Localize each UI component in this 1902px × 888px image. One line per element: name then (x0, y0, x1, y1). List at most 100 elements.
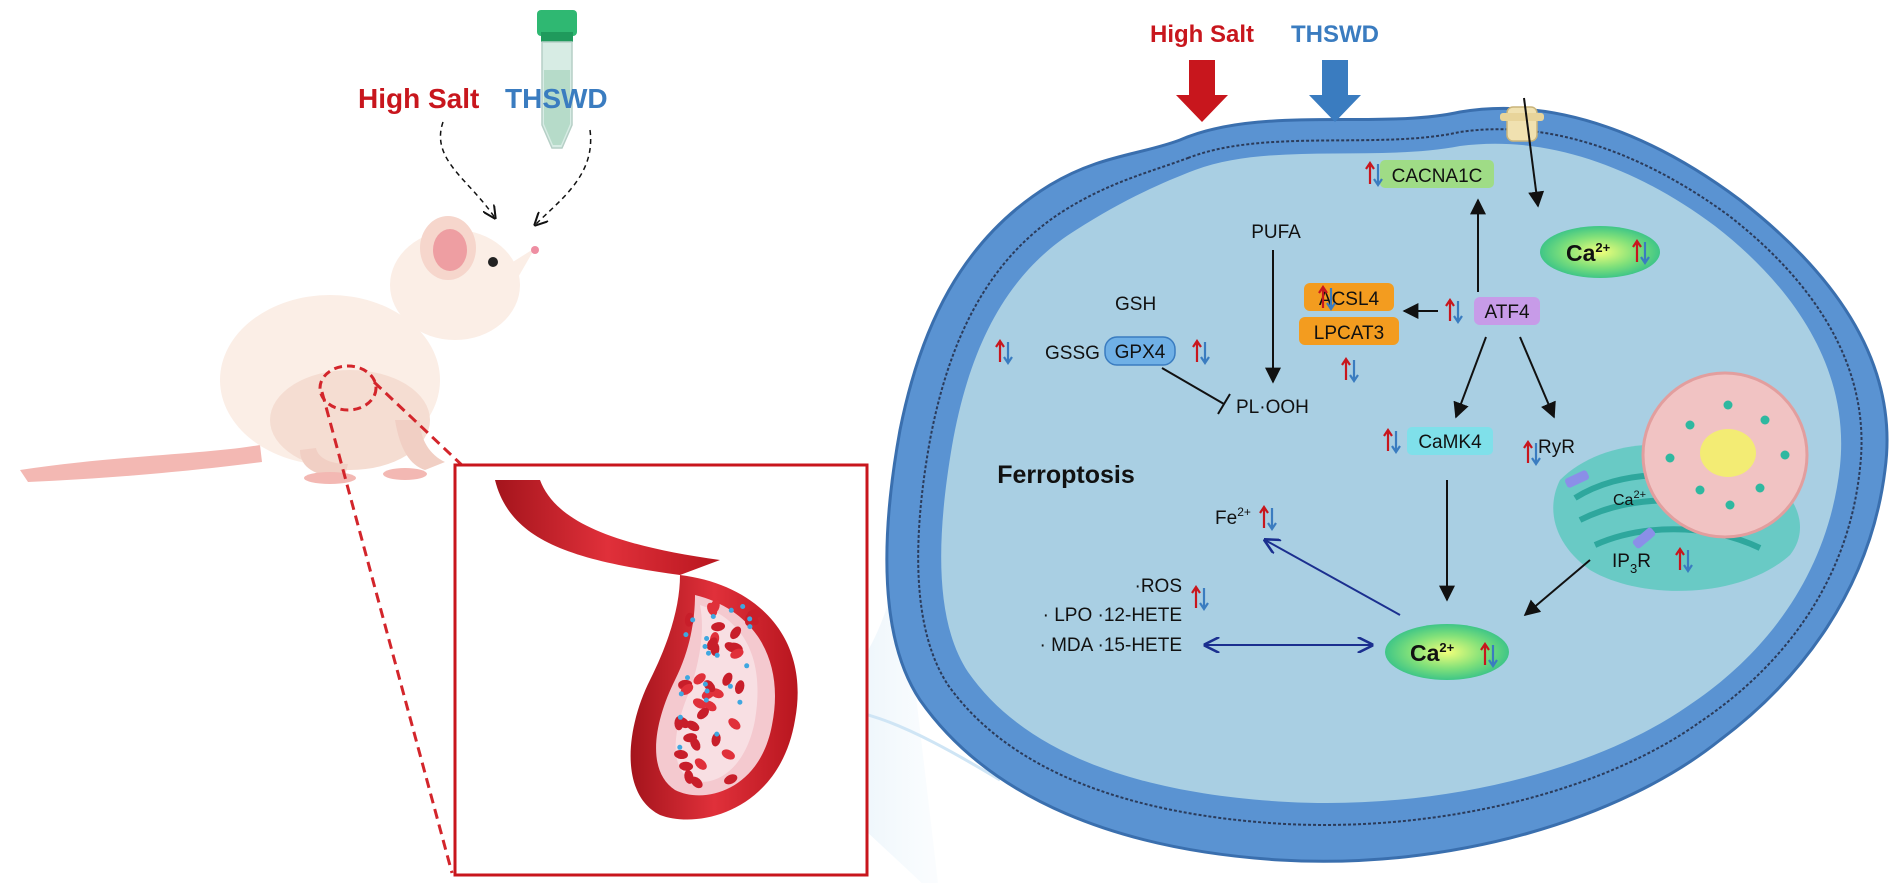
ryr-channel (1564, 470, 1590, 488)
down-arrow-icon (1640, 242, 1650, 265)
mda-label: · MDA ·15-HETE (1039, 635, 1182, 656)
up-arrow-icon (1523, 440, 1533, 463)
down-arrow-icon (1349, 360, 1359, 383)
up-arrow-icon (995, 339, 1005, 362)
plasma-particle (702, 644, 708, 649)
pair-gpx4 (1192, 339, 1210, 365)
ca-bottom-blob (1385, 624, 1509, 680)
ca-to-fe-arrow (1265, 540, 1401, 616)
red-blood-cell (710, 599, 720, 614)
up-arrow-icon (1445, 298, 1455, 321)
up-arrow-icon (1365, 161, 1375, 184)
down-arrow-icon (1200, 342, 1210, 365)
lpcat3-box (1299, 317, 1399, 345)
fe-label: Fe2+ (1215, 505, 1251, 529)
pair-gsh (1318, 285, 1336, 311)
plasma-particle (704, 636, 710, 641)
red-blood-cell (684, 769, 694, 784)
ros-label: ·ROS (1135, 576, 1183, 597)
nucleus-dot (1780, 450, 1790, 460)
pair-atf4 (1445, 298, 1463, 324)
ca-er-label: Ca2+ (1613, 489, 1646, 509)
mouse-illustration (20, 216, 539, 484)
down-arrow-icon (1199, 588, 1209, 611)
red-blood-cell (692, 698, 707, 709)
plasma-particle (714, 731, 720, 737)
zoom-circle (318, 364, 378, 412)
down-arrow-icon (1683, 550, 1693, 573)
nucleus-dot (1760, 415, 1770, 425)
plasma-particle (710, 614, 716, 619)
plasma-particle (703, 697, 709, 703)
red-blood-cell (711, 622, 726, 632)
plasma-particle (678, 691, 684, 697)
ferroptosis-label: Ferroptosis (997, 461, 1135, 489)
ca-top-label: Ca2+ (1566, 240, 1611, 266)
ca-bottom-label: Ca2+ (1410, 640, 1455, 666)
cacna1c-box (1380, 160, 1494, 188)
plasma-particle (683, 632, 689, 638)
red-blood-cell (734, 680, 745, 694)
gsh-label: GSH (1115, 294, 1156, 315)
pathway-arrows (1161, 97, 1591, 617)
pair-ros (1191, 585, 1209, 611)
red-blood-cell (706, 637, 718, 651)
test-tube-icon (537, 10, 577, 149)
regulation-arrows (995, 161, 1693, 668)
up-arrow-icon (1632, 239, 1642, 262)
plasma-particle (747, 624, 753, 630)
lpo-label: · LPO ·12-HETE (1043, 605, 1182, 626)
thswd-down-arrow (1309, 60, 1361, 122)
ca-top-blob (1540, 226, 1660, 278)
nucleus (1641, 371, 1809, 539)
ip3r-channel (1632, 527, 1656, 549)
red-blood-cell (721, 749, 735, 760)
ploo-label: PL·OOH (1236, 397, 1309, 418)
red-blood-cell (746, 613, 759, 626)
pair-ca-bottom (1480, 642, 1498, 668)
cell-membrane-band (917, 128, 1863, 826)
left-high-salt-label: High Salt (358, 83, 479, 114)
cell-illustration (885, 106, 1889, 863)
red-blood-cell (686, 720, 700, 732)
up-arrow-icon (1383, 428, 1393, 451)
pair-ip3r (1675, 547, 1693, 573)
plasma-particle (706, 650, 711, 656)
red-blood-cell (697, 707, 709, 720)
atf4-box (1474, 297, 1540, 325)
lpcat3-label: LPCAT3 (1314, 323, 1384, 344)
plasma-particle (740, 604, 746, 609)
up-arrow-icon (1480, 642, 1490, 665)
nucleus-dot (1685, 420, 1695, 430)
gssg-label: GSSG (1045, 343, 1100, 364)
dashed-arrow-salt (439, 121, 495, 218)
red-blood-cells (674, 599, 762, 789)
plasma-particle (727, 683, 733, 689)
pair-lpcat3 (1341, 357, 1359, 383)
red-blood-cell (683, 733, 698, 743)
nucleus-dot (1725, 500, 1735, 510)
plasma-particle (704, 688, 710, 694)
down-arrow-icon (1003, 342, 1013, 365)
nucleus-dots (1665, 400, 1790, 510)
red-blood-cell (730, 648, 744, 659)
red-blood-cell (674, 749, 688, 760)
red-blood-cell (722, 672, 733, 686)
up-arrow-icon (1191, 585, 1201, 608)
up-arrow-icon (1259, 505, 1269, 528)
pair-cacna1c (1365, 161, 1383, 187)
acsl4-label: ACSL4 (1319, 289, 1380, 310)
camk4-box (1407, 427, 1493, 455)
red-blood-cell (679, 761, 694, 771)
down-arrow-icon (1531, 443, 1541, 466)
plasma-particle (744, 663, 750, 669)
pair-ryr (1523, 440, 1541, 466)
top-high-salt-label: High Salt (1150, 21, 1254, 48)
red-blood-cell (728, 718, 741, 730)
up-arrow-icon (1192, 339, 1202, 362)
up-arrow-icon (1318, 285, 1328, 308)
plasma-particle (737, 699, 743, 705)
nucleus-dot (1695, 485, 1705, 495)
